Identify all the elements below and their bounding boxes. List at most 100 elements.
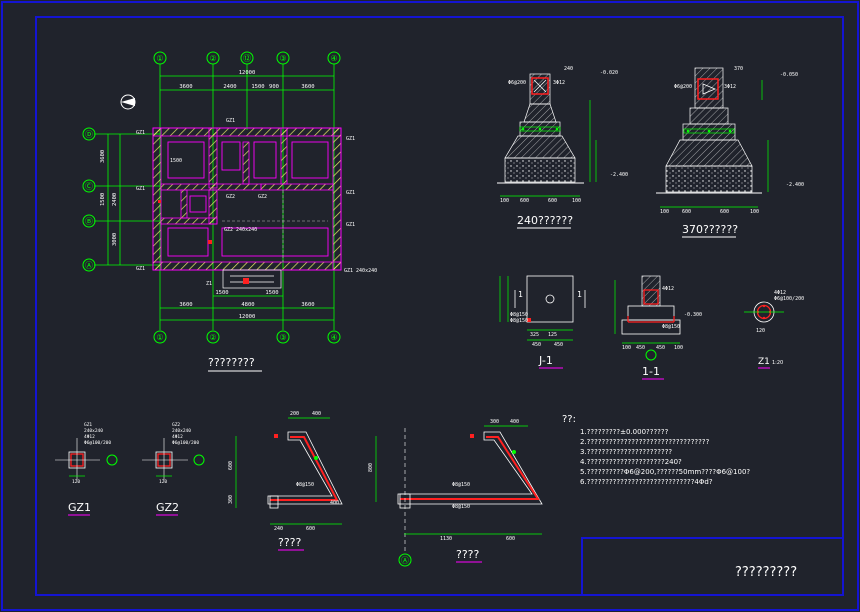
gz2-text-2: 240x240 bbox=[172, 428, 191, 434]
dim-side-d: 3000 bbox=[112, 233, 118, 246]
dim-top-total: 12000 bbox=[239, 70, 256, 76]
gz1-dim: 120 bbox=[72, 479, 80, 485]
s11-dim-1: 100 bbox=[622, 345, 631, 351]
stair1-rebar: Φ8@150 bbox=[296, 482, 314, 488]
gz1-text-4: Φ6@100/200 bbox=[84, 440, 111, 446]
j1-dim-1: 325 bbox=[530, 332, 539, 338]
dim-side-a: 3600 bbox=[100, 150, 106, 163]
dim-top-5: 3600 bbox=[301, 84, 314, 90]
gz2-label: GZ2 bbox=[226, 194, 235, 200]
detail-j1: 1 1 325 125 450 450 Φ8@150 Φ8@150 J-1 bbox=[499, 275, 586, 369]
axis-label-side-c: Ⓒ bbox=[85, 182, 93, 191]
stair2-rebar-2: Φ8@150 bbox=[452, 504, 470, 510]
dim-side-c: 1500 bbox=[100, 193, 106, 206]
north-arrow-icon bbox=[120, 94, 136, 110]
s240-width: 240 bbox=[564, 66, 573, 72]
stair2-dim-3: 1130 bbox=[440, 536, 452, 542]
j1-dim-3: 450 bbox=[532, 342, 541, 348]
gz2-text-4: Φ6@100/200 bbox=[172, 440, 199, 446]
dim-top-4: 900 bbox=[269, 84, 279, 90]
stair2-dim-1: 300 bbox=[490, 419, 499, 425]
axis-label-bottom-1: ① bbox=[156, 333, 163, 342]
s370-dim-4: 100 bbox=[750, 209, 759, 215]
s240-dim-2: 600 bbox=[520, 198, 529, 204]
z1-title: Z1 bbox=[758, 357, 770, 367]
floor-plan: ① ② ⑫ ③ ④ ① ② ③ ④ Ⓓ Ⓒ Ⓑ Ⓐ 12000 3600 240… bbox=[82, 51, 377, 372]
dim-inner-1500: 1500 bbox=[170, 158, 182, 164]
axis-label-bottom-4: ④ bbox=[330, 333, 337, 342]
s11-rebar-2: Φ8@150 bbox=[662, 324, 680, 330]
stair2-axis-label: Ⓐ bbox=[401, 556, 409, 565]
gz1-label-2: GZ1 bbox=[136, 186, 145, 192]
s240-title: 240?????? bbox=[517, 214, 573, 227]
s11-rebar-1: 4Φ12 bbox=[662, 286, 674, 292]
z1-dim: 120 bbox=[756, 328, 765, 334]
axis-label-top-5: ④ bbox=[330, 54, 337, 63]
dim-top-3: 1500 bbox=[251, 84, 264, 90]
walls bbox=[152, 127, 342, 271]
title-block-frame bbox=[581, 537, 844, 596]
gz1-text-1: GZ1 bbox=[84, 422, 92, 428]
s240-dim-3: 600 bbox=[548, 198, 557, 204]
gz2-label-2: GZ2 bbox=[258, 194, 267, 200]
gz1-label-3: GZ1 bbox=[136, 266, 145, 272]
gz1-text-2: 240x240 bbox=[84, 428, 103, 434]
gz1-size-label: GZ1 240x240 bbox=[344, 268, 377, 274]
stair2-dim-4: 600 bbox=[506, 536, 515, 542]
detail-gz1: GZ1 240x240 4Φ12 Φ6@100/200 120 GZ1 bbox=[55, 422, 118, 516]
axis-label-top-4: ③ bbox=[279, 54, 286, 63]
section-240: -0.020 -2.400 240 100 600 600 100 3Φ12 Φ… bbox=[497, 66, 628, 229]
notes-heading: ??: bbox=[562, 414, 576, 425]
general-notes: ??: 1.?????????±0.000?????? 2.??????????… bbox=[562, 414, 750, 486]
stair1-dim-4: 240 bbox=[274, 526, 283, 532]
stair1-dim-1: 200 bbox=[290, 411, 299, 417]
j1-rebar-1: Φ8@150 bbox=[510, 312, 528, 318]
s240-dim-1: 100 bbox=[500, 198, 509, 204]
s240-rebar-1: 3Φ12 bbox=[553, 80, 565, 86]
dim-bottom-3: 3600 bbox=[301, 302, 314, 308]
s240-level-bottom: -2.400 bbox=[610, 172, 628, 178]
gz2-title: GZ2 bbox=[156, 501, 179, 514]
s11-title: 1-1 bbox=[642, 365, 660, 378]
axis-label-bottom-3: ③ bbox=[279, 333, 286, 342]
axis-bubbles bbox=[82, 51, 341, 344]
dim-bottom-1: 3600 bbox=[179, 302, 192, 308]
s370-dim-1: 100 bbox=[660, 209, 669, 215]
axis-label-side-b: Ⓑ bbox=[85, 217, 93, 226]
note-line-5: 5.??????????Φ6@200,??????50mm????Φ6@100? bbox=[580, 468, 750, 476]
gz1-label-5: GZ1 bbox=[346, 190, 355, 196]
gz2-text-1: GZ2 bbox=[172, 422, 180, 428]
gz1-title: GZ1 bbox=[68, 501, 91, 514]
s240-rebar-2: Φ6@200 bbox=[508, 80, 526, 86]
s11-level: -0.300 bbox=[684, 312, 702, 318]
j1-dim-2: 125 bbox=[548, 332, 557, 338]
j1-title: J-1 bbox=[538, 354, 553, 367]
note-line-1: 1.?????????±0.000?????? bbox=[580, 428, 669, 436]
gz2-text-3: 4Φ12 bbox=[172, 434, 183, 440]
dim-bottom-2: 4800 bbox=[241, 302, 254, 308]
plan-title: ???????? bbox=[208, 356, 255, 369]
note-line-6: 6.?????????????????????????????4Φd? bbox=[580, 478, 713, 486]
s370-title: 370?????? bbox=[682, 223, 738, 236]
j1-cut-1: 1 bbox=[518, 290, 523, 299]
stair2-height: 800 bbox=[368, 463, 374, 472]
gz2-dim: 120 bbox=[159, 479, 167, 485]
gz1-label-top: GZ1 bbox=[226, 118, 235, 124]
stair1-height-1: 600 bbox=[228, 461, 234, 470]
dim-top-2: 2400 bbox=[223, 84, 236, 90]
z1-rebar-1: 4Φ12 bbox=[774, 290, 786, 296]
stair1-dim-5: 400 bbox=[330, 500, 339, 506]
s240-dim-4: 100 bbox=[572, 198, 581, 204]
gz1-label-1: GZ1 bbox=[136, 130, 145, 136]
gz1-label-6: GZ1 bbox=[346, 222, 355, 228]
gz1-label-4: GZ1 bbox=[346, 136, 355, 142]
s370-level-bottom: -2.400 bbox=[786, 182, 804, 188]
s370-width: 370 bbox=[734, 66, 743, 72]
inner-frame bbox=[35, 16, 844, 596]
axis-label-top-1: ① bbox=[156, 54, 163, 63]
j1-rebar-2: Φ8@150 bbox=[510, 318, 528, 324]
axis-label-top-3: ⑫ bbox=[243, 54, 251, 63]
detail-z1: 4Φ12 Φ6@100/200 120 Z1 1:20 bbox=[744, 290, 804, 369]
